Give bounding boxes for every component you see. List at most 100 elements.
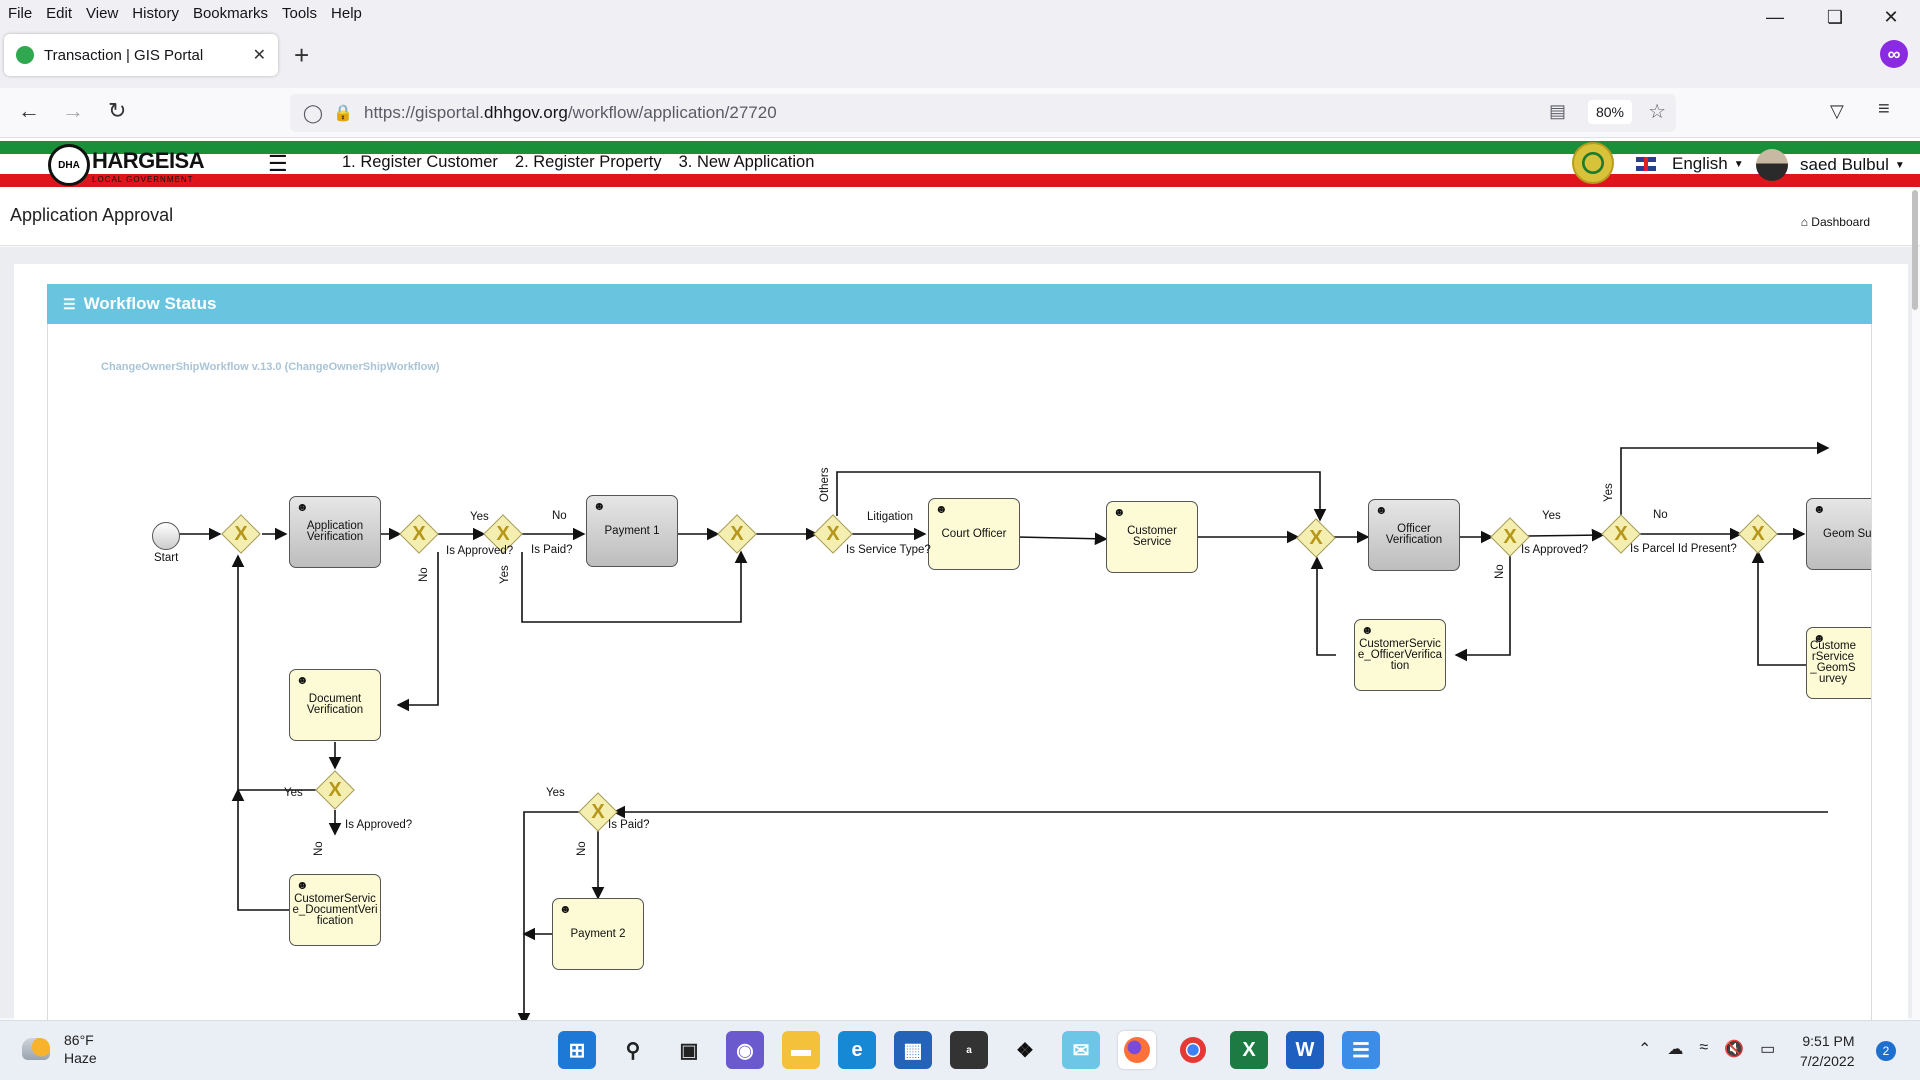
task-label: Payment 2	[570, 927, 626, 940]
breadcrumb-dashboard[interactable]: Dashboard	[1811, 215, 1870, 229]
flow-label-yes: Yes	[499, 565, 511, 584]
task-payment-1[interactable]: ☻ Payment 1	[586, 495, 678, 567]
site-favicon-icon	[16, 46, 34, 64]
search-icon[interactable]: ⚲	[625, 1039, 641, 1062]
forward-arrow-icon[interactable]: →	[62, 98, 84, 123]
taskbar-clock[interactable]: 9:51 PM 7/2/2022	[1800, 1031, 1855, 1071]
teams-chat-icon[interactable]: ◉	[726, 1031, 764, 1069]
notepad-icon[interactable]: ☰	[1342, 1031, 1380, 1069]
task-label: CustomerService_DocumentVerification	[292, 892, 378, 927]
nav-register-property[interactable]: 2. Register Property	[514, 153, 662, 171]
menu-edit[interactable]: Edit	[46, 4, 73, 22]
page-scrollbar[interactable]	[1912, 190, 1918, 310]
menu-tools[interactable]: Tools	[281, 4, 318, 22]
task-customer-service[interactable]: ☻ Customer Service	[1106, 501, 1198, 573]
task-customerservice-officerverification[interactable]: ☻ CustomerService_OfficerVerification	[1354, 619, 1446, 691]
taskbar-apps: ⊞ ⚲ ▣ ◉ ▬ e ▦ a ❖ ✉ X W ☰	[558, 1031, 1380, 1069]
menu-history[interactable]: History	[132, 4, 179, 22]
user-task-icon: ☻	[1361, 623, 1374, 637]
chrome-icon[interactable]	[1174, 1031, 1212, 1069]
nav-register-customer[interactable]: 1. Register Customer	[342, 153, 498, 171]
user-task-icon: ☻	[296, 878, 309, 892]
task-court-officer[interactable]: ☻ Court Officer	[928, 498, 1020, 570]
caret-down-icon: ▼	[1894, 159, 1905, 171]
pocket-icon[interactable]: ▽	[1830, 101, 1844, 121]
navigation-toolbar: ← → ↻ ◯ 🔒 https://gisportal.dhhgov.org/w…	[0, 88, 1920, 138]
wifi-icon[interactable]: ≈	[1699, 1039, 1709, 1056]
battery-icon[interactable]: ▭	[1760, 1041, 1776, 1058]
task-officer-verification[interactable]: ☻ Officer Verification	[1368, 499, 1460, 571]
file-explorer-icon[interactable]: ▬	[782, 1031, 820, 1069]
gateway-label-is-approved: Is Approved?	[345, 819, 413, 831]
lock-icon[interactable]: 🔒	[333, 105, 353, 122]
minimize-window-button[interactable]: —	[1766, 6, 1784, 27]
close-tab-icon[interactable]: ✕	[252, 47, 266, 64]
menu-help[interactable]: Help	[331, 4, 362, 22]
start-windows-icon[interactable]: ⊞	[558, 1031, 596, 1069]
menu-view[interactable]: View	[86, 4, 119, 22]
new-tab-button[interactable]: +	[294, 40, 310, 70]
flow-label-no: No	[1653, 509, 1668, 521]
gateway-x-icon: X	[1614, 522, 1628, 545]
user-menu[interactable]: saed Bulbul ▼	[1756, 149, 1905, 181]
menu-bookmarks[interactable]: Bookmarks	[192, 4, 268, 22]
notification-badge[interactable]: 2	[1876, 1041, 1896, 1061]
reload-icon[interactable]: ↻	[108, 98, 127, 123]
back-arrow-icon[interactable]: ←	[18, 98, 40, 123]
flow-label-no: No	[1494, 564, 1506, 579]
flow-label-yes: Yes	[470, 511, 489, 523]
zoom-level-badge[interactable]: 80%	[1587, 100, 1632, 124]
dropbox-icon[interactable]: ❖	[1016, 1039, 1034, 1062]
task-payment-2[interactable]: ☻ Payment 2	[552, 898, 644, 970]
breadcrumb[interactable]: ⌂ Dashboard	[1801, 215, 1870, 229]
browser-tab-active[interactable]: Transaction | GIS Portal ✕	[4, 34, 278, 76]
task-view-icon[interactable]: ▣	[679, 1039, 699, 1062]
tracking-shield-icon[interactable]: ◯	[302, 102, 324, 123]
nav-new-application[interactable]: 3. New Application	[678, 153, 815, 171]
microsoft-store-icon[interactable]: ▦	[894, 1031, 932, 1069]
task-geom-survey[interactable]: ☻ Geom Surv	[1806, 498, 1871, 570]
flow-label-litigation: Litigation	[867, 511, 914, 523]
user-task-icon: ☻	[1813, 502, 1826, 516]
app-menu-icon[interactable]: ≡	[1878, 98, 1890, 120]
site-logo[interactable]: DHA HARGEISA LOCAL GOVERNMENT	[48, 144, 205, 186]
clock-date: 7/2/2022	[1800, 1053, 1855, 1069]
site-header: DHA HARGEISA LOCAL GOVERNMENT ☰ 1. Regis…	[0, 138, 1920, 190]
mail-icon[interactable]: ✉	[1062, 1031, 1100, 1069]
firefox-account-icon[interactable]: ∞	[1880, 40, 1908, 68]
amazon-icon[interactable]: a	[950, 1031, 988, 1069]
menu-file[interactable]: File	[8, 4, 33, 22]
language-selector[interactable]: English ▼	[1636, 154, 1744, 174]
flow-label-yes: Yes	[1603, 483, 1615, 502]
windows-taskbar: 86°F Haze ⊞ ⚲ ▣ ◉ ▬ e ▦ a ❖ ✉ X W ☰ ⌃ ☁ …	[0, 1020, 1920, 1080]
task-document-verification[interactable]: ☻ Document Verification	[289, 669, 381, 741]
workflow-name: ChangeOwnerShipWorkflow v.13.0 (ChangeOw…	[101, 361, 440, 373]
reader-view-icon[interactable]: ▤	[1548, 101, 1566, 121]
edge-browser-icon[interactable]: e	[838, 1031, 876, 1069]
bookmark-star-icon[interactable]: ☆	[1648, 101, 1666, 123]
close-window-button[interactable]: ✕	[1883, 6, 1899, 27]
task-label: Document Verification	[306, 693, 364, 716]
firefox-icon[interactable]	[1118, 1031, 1156, 1069]
restore-window-button[interactable]: ❏	[1826, 6, 1844, 27]
chevron-up-icon[interactable]: ⌃	[1638, 1041, 1652, 1058]
flow-label-no: No	[552, 510, 567, 522]
gateway-x-icon: X	[591, 800, 605, 823]
weather-widget[interactable]: 86°F Haze	[22, 1031, 97, 1067]
excel-icon[interactable]: X	[1230, 1031, 1268, 1069]
user-task-icon: ☻	[593, 499, 606, 513]
task-customerservice-geomsurvey[interactable]: ☻ CustomerService_GeomSurvey	[1806, 627, 1871, 699]
task-label: CustomerService_GeomSurvey	[1809, 640, 1857, 685]
flow-label-no: No	[313, 841, 325, 856]
task-customerservice-documentverification[interactable]: ☻ CustomerService_DocumentVerification	[289, 874, 381, 946]
task-label: Payment 1	[604, 524, 660, 537]
gateway-label-is-service-type: Is Service Type?	[846, 544, 931, 556]
speaker-muted-icon[interactable]: 🔇	[1724, 1041, 1745, 1058]
word-icon[interactable]: W	[1286, 1031, 1324, 1069]
onedrive-cloud-icon[interactable]: ☁	[1667, 1041, 1684, 1058]
start-event[interactable]	[152, 522, 180, 550]
flow-label-yes: Yes	[546, 787, 565, 799]
task-application-verification[interactable]: ☻ Application Verification	[289, 496, 381, 568]
url-bar[interactable]: ◯ 🔒 https://gisportal.dhhgov.org/workflo…	[290, 94, 1676, 132]
hamburger-menu-icon[interactable]: ☰	[268, 151, 288, 176]
